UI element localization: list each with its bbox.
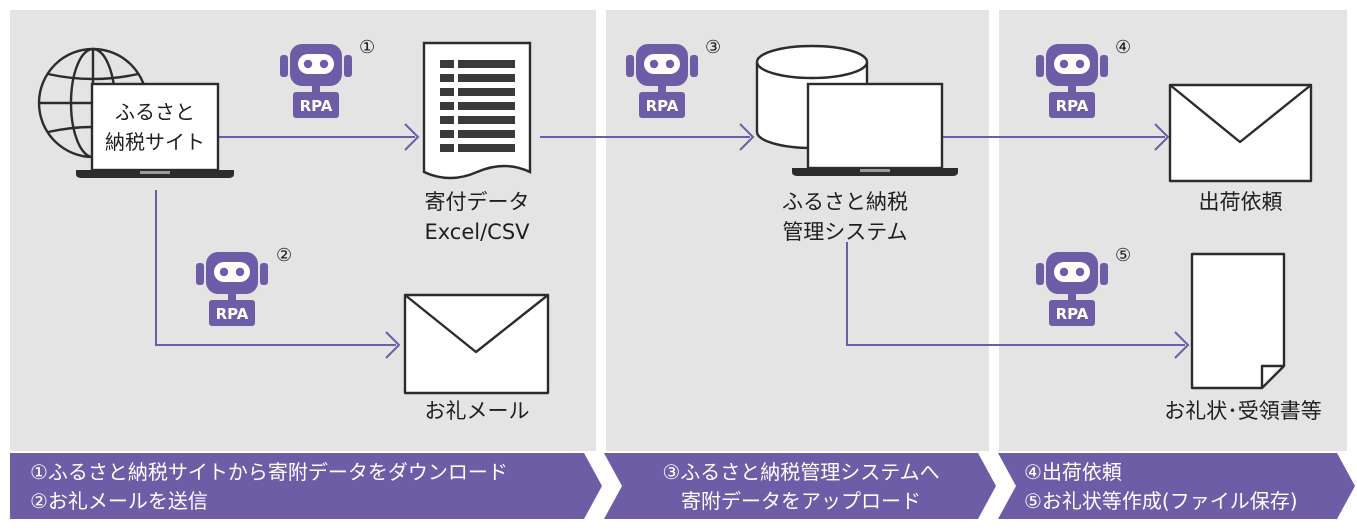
spreadsheet-document-icon	[422, 41, 532, 180]
band-2	[604, 453, 996, 519]
band-3-line2: ⑤お礼状等作成(ファイル保存)	[1024, 489, 1298, 513]
band-3	[998, 453, 1355, 519]
rpa-label-4: RPA	[1055, 97, 1089, 115]
shipping-request-label: 出荷依頼	[1198, 190, 1283, 214]
documents-label: お礼状･受領書等	[1164, 399, 1322, 423]
site-label-line2: 納税サイト	[105, 130, 205, 154]
rpa-label-2: RPA	[215, 305, 249, 323]
donation-data-label-line2: Excel/CSV	[424, 220, 530, 244]
rpa-label-5: RPA	[1055, 305, 1089, 323]
band-1-line2: ②お礼メールを送信	[30, 489, 208, 513]
step-number-5: ⑤	[1115, 245, 1132, 266]
site-label-line1: ふるさと	[115, 100, 195, 124]
band-3-line1: ④出荷依頼	[1024, 460, 1122, 484]
step-number-1: ①	[359, 37, 376, 58]
system-label-line2: 管理システム	[782, 220, 908, 244]
band-2-line1: ③ふるさと納税管理システムへ	[662, 460, 940, 484]
rpa-label-3: RPA	[645, 97, 679, 115]
step-number-3: ③	[705, 37, 722, 58]
globe-laptop-icon	[37, 47, 234, 178]
rpa-label-1: RPA	[299, 97, 333, 115]
band-1-line1: ①ふるさと納税サイトから寄附データをダウンロード	[30, 460, 508, 484]
band-2-line2: 寄附データをアップロード	[681, 489, 921, 513]
mail-envelope-icon	[403, 293, 550, 395]
database-laptop-icon	[755, 44, 958, 176]
shipping-envelope-icon	[1168, 83, 1313, 183]
step-number-4: ④	[1115, 37, 1132, 58]
system-label-line1: ふるさと納税	[782, 190, 908, 214]
document-icon	[1190, 252, 1286, 390]
donation-data-label-line1: 寄付データ	[424, 190, 530, 214]
step-number-2: ②	[276, 245, 293, 266]
thanks-mail-label: お礼メール	[424, 399, 530, 423]
band-1	[10, 453, 602, 519]
